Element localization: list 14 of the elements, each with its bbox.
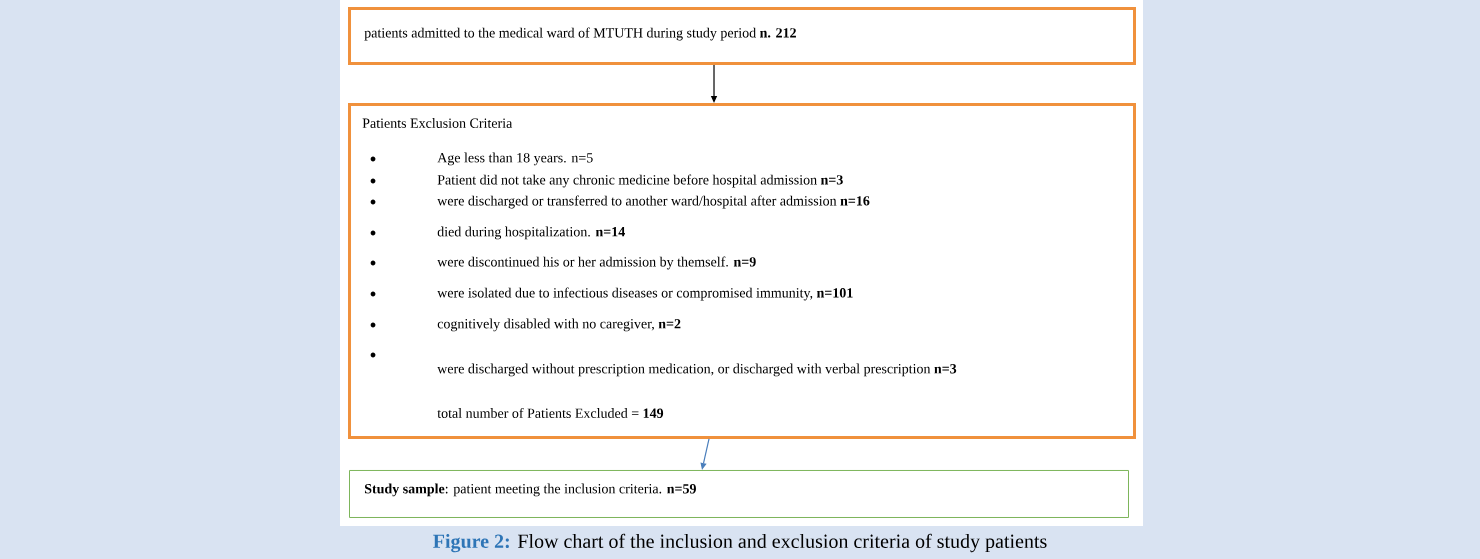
total-line: total number of Patients Excluded = 149 <box>437 408 664 418</box>
heading: Patients Exclusion Criteria <box>362 118 513 128</box>
list-item: cognitively disabled with no caregiver, n=2 <box>437 318 681 332</box>
list-item: were discharged without prescription medication, or discharged with verbal prescription n=3 <box>437 363 957 377</box>
list-item: were discontinued his or her admission by themself. n=9 <box>437 256 756 270</box>
list-item: were discharged or transferred to another ward/hospital after admission n=16 <box>437 195 870 209</box>
result-box: Study sample: patient meeting the inclusion criteria. n=59 <box>349 470 1129 518</box>
arrow <box>700 438 710 470</box>
list-item: Age less than 18 years. n=5 <box>437 152 593 166</box>
list-item: were isolated due to infectious diseases or compromised immunity, n=101 <box>437 287 853 301</box>
process-box: patients admitted to the medical ward of MTUTH during study period n. 212 <box>348 7 1136 65</box>
figure-caption: Figure 2: Flow chart of the inclusion and exclusion criteria of study patients <box>433 533 1047 553</box>
list-item: Patient did not take any chronic medicine before hospital admission n=3 <box>437 174 843 188</box>
list-item: died during hospitalization. n=14 <box>437 226 625 240</box>
